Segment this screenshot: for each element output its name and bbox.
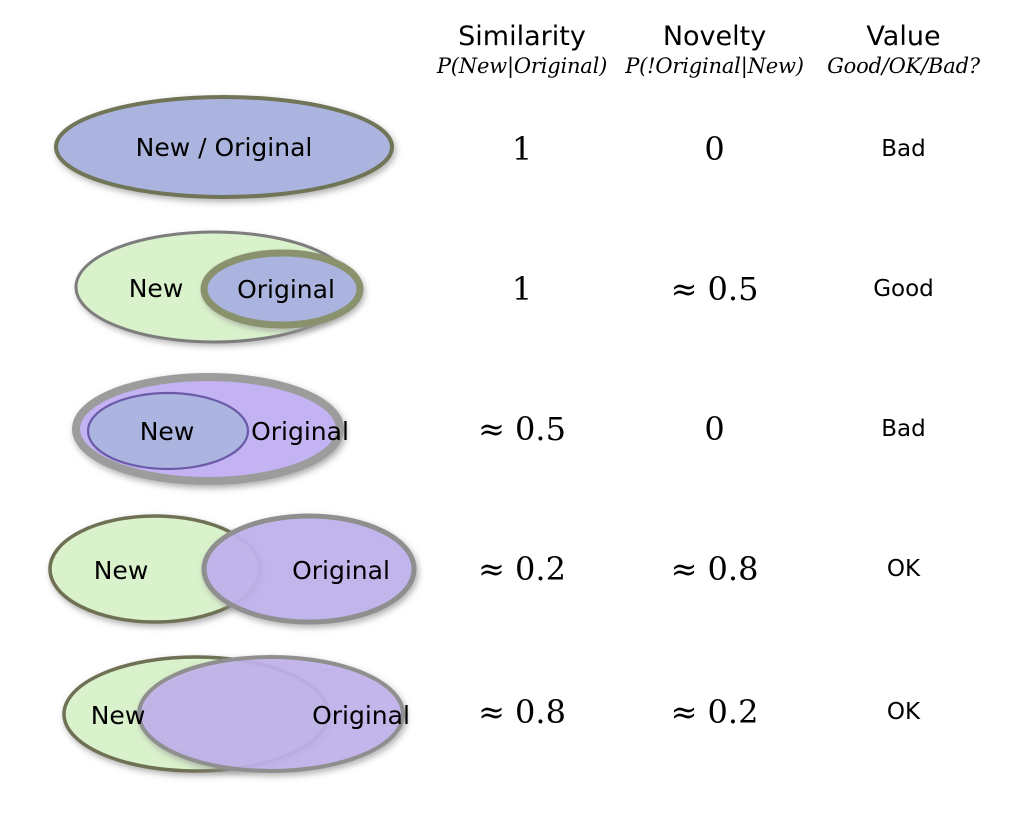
venn-canvas-2: New Original [28, 219, 427, 359]
venn-label-new: New [140, 417, 195, 446]
venn-diagram-row-4: New Original [28, 499, 427, 639]
venn-label-new: New [129, 274, 184, 303]
cell-novelty-row-1: 0 [704, 130, 725, 168]
cell-value-row-2: Good [873, 276, 934, 302]
cell-value-row-1: Bad [881, 136, 926, 162]
ellipse-new-original [54, 95, 394, 199]
header-subtitle-novelty: P(!Original|New) [625, 54, 804, 78]
table-row: New Original ≈ 0.2 ≈ 0.8 OK [28, 499, 995, 639]
venn-svg-2: New Original [74, 230, 364, 344]
cell-similarity-row-1: 1 [511, 130, 533, 168]
cell-similarity-row-2: 1 [511, 270, 533, 308]
header-subtitle-value: Good/OK/Bad? [827, 54, 980, 78]
venn-label-combined: New / Original [136, 133, 313, 162]
table-row: New Original ≈ 0.8 ≈ 0.2 OK [28, 639, 995, 784]
ellipse-new [86, 391, 250, 471]
header-title-novelty: Novelty [662, 21, 767, 52]
venn-label-new: New [91, 701, 146, 730]
venn-svg-1: New / Original [54, 95, 394, 199]
ellipse-original [200, 249, 364, 329]
venn-diagram-row-3: New Original [28, 359, 427, 499]
venn-label-original: Original [292, 556, 390, 585]
venn-label-original: Original [312, 701, 410, 730]
ellipse-original [137, 654, 405, 773]
table-row: New / Original 1 0 Bad [28, 79, 995, 219]
venn-canvas-3: New Original [28, 359, 427, 499]
cell-novelty-row-3: 0 [704, 410, 725, 448]
cell-value-row-3: Bad [881, 416, 926, 442]
header-cell-diagram [28, 20, 427, 79]
cell-novelty-row-4: ≈ 0.8 [670, 550, 759, 588]
venn-svg-4: New Original [48, 513, 417, 625]
header-cell-value: Value Good/OK/Bad? [812, 20, 995, 79]
venn-label-original: Original [237, 275, 335, 304]
table-row: New Original ≈ 0.5 0 Bad [28, 359, 995, 499]
cell-novelty-row-5: ≈ 0.2 [670, 692, 759, 731]
venn-diagram-row-5: New Original [28, 639, 427, 784]
header-title-value: Value [866, 21, 941, 52]
cell-value-row-4: OK [886, 556, 921, 582]
header-subtitle-similarity: P(New|Original) [436, 54, 608, 78]
table-header-row: Similarity P(New|Original) Novelty P(!Or… [28, 20, 995, 79]
cell-similarity-row-3: ≈ 0.5 [478, 410, 566, 448]
table-row: New Original 1 ≈ 0.5 Good [28, 219, 995, 359]
header-cell-similarity: Similarity P(New|Original) [427, 20, 617, 79]
venn-label-new: New [94, 556, 149, 585]
header-cell-novelty: Novelty P(!Original|New) [617, 20, 812, 79]
venn-svg-3: New Original [72, 373, 349, 485]
cell-value-row-5: OK [886, 698, 921, 725]
cell-similarity-row-4: ≈ 0.2 [478, 550, 566, 588]
cell-novelty-row-2: ≈ 0.5 [670, 270, 759, 308]
ellipse-original [201, 513, 417, 625]
venn-svg-5: New Original [62, 654, 410, 773]
venn-diagram-row-2: New Original [28, 219, 427, 359]
venn-canvas-5: New Original [28, 642, 427, 782]
venn-diagram-row-1: New / Original [28, 79, 427, 219]
similarity-novelty-value-table: Similarity P(New|Original) Novelty P(!Or… [28, 20, 995, 784]
venn-canvas-1: New / Original [28, 79, 427, 219]
venn-label-original: Original [251, 417, 349, 446]
header-title-similarity: Similarity [458, 21, 586, 52]
venn-canvas-4: New Original [28, 499, 427, 639]
cell-similarity-row-5: ≈ 0.8 [478, 692, 566, 731]
